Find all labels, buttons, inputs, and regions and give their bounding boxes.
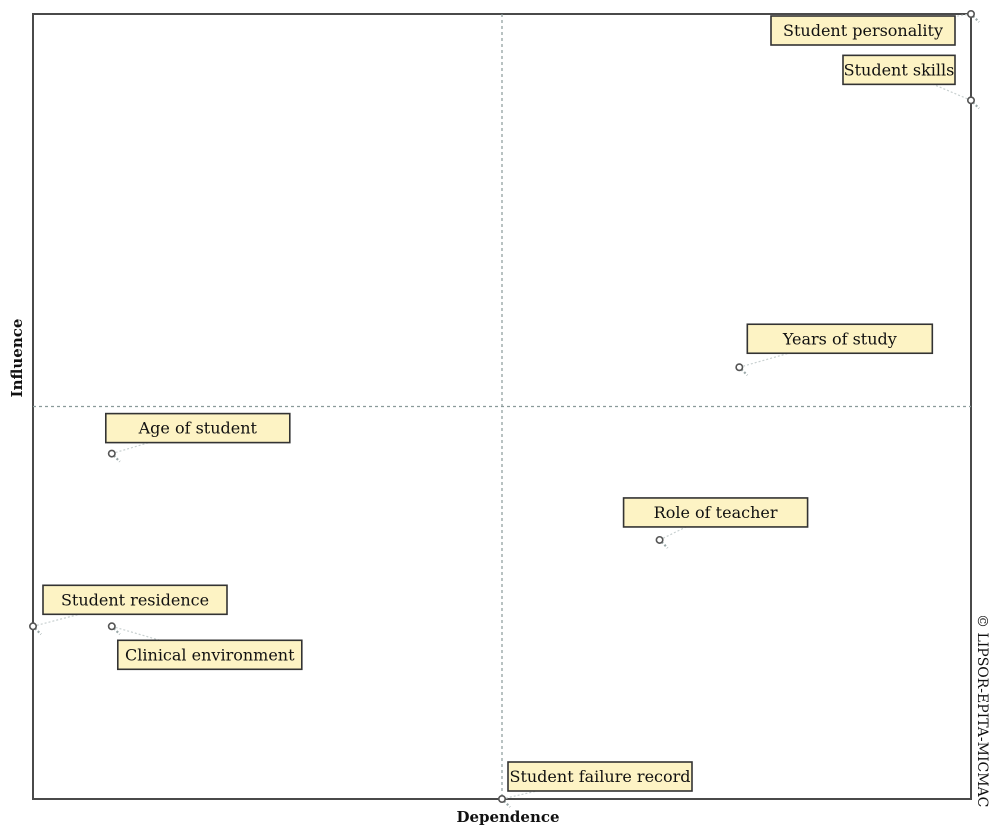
point-marker-tail [972,101,980,110]
data-label-student-failure-record: Student failure record [509,767,690,786]
y-axis-title: Influence [8,319,26,398]
data-label-age-of-student: Age of student [138,419,258,438]
point-marker-tail [503,800,511,808]
copyright-notice: © LIPSOR-EPITA-MICMAC [974,614,990,807]
label-box-student-failure-record [507,761,693,792]
data-label-student-skills: Student skills [844,60,955,79]
label-box-role-of-teacher [622,497,809,528]
label-box-student-skills [842,54,956,86]
data-label-years-of-study: Years of study [782,329,897,348]
data-label-student-residence: Student residence [61,590,209,609]
point-marker-tail [34,627,42,636]
data-point-student-personality [966,10,975,19]
leader-line-student-failure-record [501,775,601,800]
x-axis-title: Dependence [456,808,559,826]
label-box-age-of-student [104,412,291,444]
data-label-clinical-environment: Clinical environment [125,645,295,664]
point-marker-tail [972,15,980,23]
data-label-student-personality: Student personality [783,21,943,40]
point-marker-tail [113,454,121,463]
data-point-role-of-teacher [655,535,664,544]
data-point-student-skills [966,96,975,105]
data-point-clinical-environment [107,622,116,631]
points-layer [28,10,980,808]
point-marker-tail [113,627,121,636]
label-box-clinical-environment [116,639,303,671]
label-box-student-residence [42,584,228,616]
label-box-years-of-study [746,323,934,355]
data-point-student-residence [28,622,37,631]
data-point-student-failure-record [497,794,506,803]
data-point-age-of-student [107,449,116,458]
point-marker-tail [660,541,669,549]
data-label-role-of-teacher: Role of teacher [654,503,778,522]
label-box-student-personality [770,15,956,46]
data-point-years-of-study [735,363,744,372]
point-marker-tail [740,368,749,377]
